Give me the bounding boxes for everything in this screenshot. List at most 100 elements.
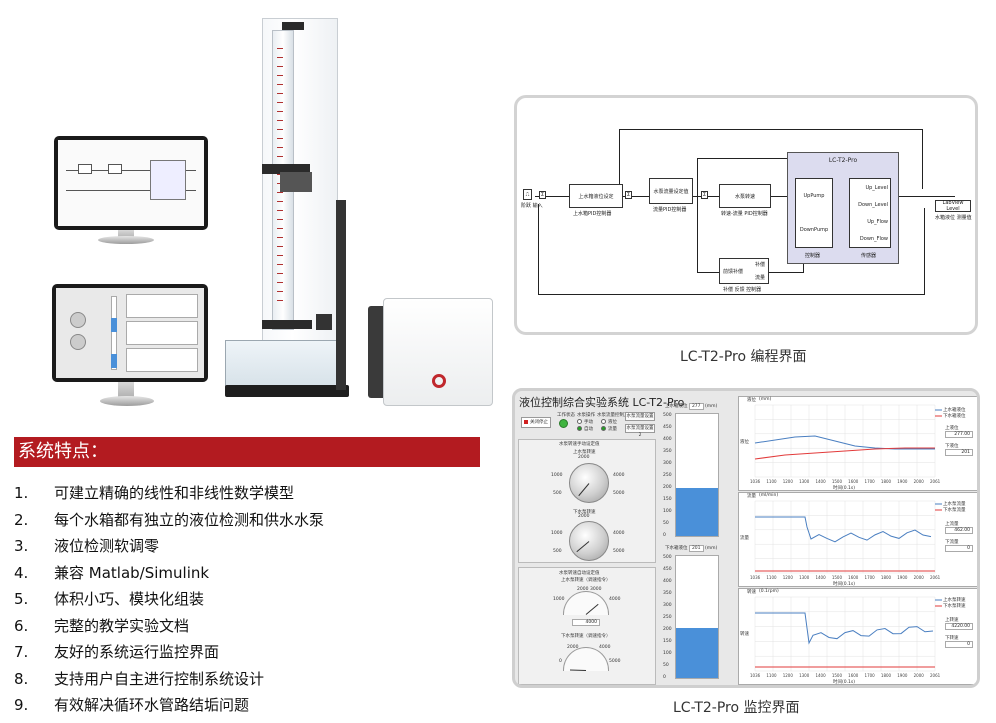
pid2-label: 转速-流量 PID控制器 bbox=[721, 211, 768, 217]
tank-tick-label: 450 bbox=[663, 567, 672, 572]
knob1-tick: 4000 bbox=[613, 473, 625, 478]
speed-box2-label: 下转速 bbox=[945, 636, 959, 641]
tank-tick-label: 0 bbox=[663, 533, 666, 538]
flow-box1-label: 上流量 bbox=[945, 522, 959, 527]
pump-setting-button[interactable]: 水泵流量设置 bbox=[625, 412, 655, 421]
tank-tick-label: 100 bbox=[663, 651, 672, 656]
pid2-block[interactable]: 水泵转速 bbox=[719, 184, 771, 208]
list-item: 7.友好的系统运行监控界面 bbox=[14, 643, 220, 661]
flow-box2-label: 下流量 bbox=[945, 540, 959, 545]
level-box1-value: 277.00 bbox=[945, 431, 973, 438]
knob2-tick: 2000 bbox=[578, 514, 590, 519]
upper-tank-label: 上水箱液位 277 (mm) bbox=[665, 403, 718, 410]
gauge1-tick: 4000 bbox=[609, 597, 621, 602]
speed-box2-value: 0 bbox=[945, 641, 973, 648]
pump-mode-label: 水泵操作 bbox=[577, 413, 595, 418]
knob2-tick: 1000 bbox=[551, 531, 563, 536]
status-lamp bbox=[559, 419, 568, 428]
tank-tick-label: 500 bbox=[663, 555, 672, 560]
stop-button[interactable]: 关闭停止 bbox=[521, 417, 551, 428]
monitor-top-base bbox=[98, 236, 154, 244]
clamp-top bbox=[282, 22, 304, 30]
feedforward-label: 补偿 反馈 控制器 bbox=[723, 287, 762, 293]
tank-tick-label: 200 bbox=[663, 627, 672, 632]
feedforward-block[interactable]: 前馈补偿 补偿流量 bbox=[719, 258, 769, 284]
tank-tick-label: 200 bbox=[663, 485, 672, 490]
ctrl-flow-label: 流量 bbox=[608, 427, 617, 432]
list-item: 8.支持用户自主进行控制系统设计 bbox=[14, 669, 265, 688]
mode-manual-label: 手动 bbox=[584, 420, 593, 425]
pid1-block[interactable]: 上水箱液位设定 bbox=[569, 184, 623, 208]
tank-tick-label: 450 bbox=[663, 425, 672, 430]
speed-box1-value: 4220.00 bbox=[945, 623, 973, 630]
monitoring-panel: 液位控制综合实验系统 LC-T2-Pro 关闭停止 工作状态 水泵操作 手动 自… bbox=[512, 388, 980, 688]
knob2-tick: 4000 bbox=[613, 531, 625, 536]
tank-tick-label: 300 bbox=[663, 603, 672, 608]
lower-tank-level-bar bbox=[675, 555, 719, 679]
gauge1-tick: 3000 bbox=[590, 587, 602, 592]
manual-setpoint-title: 水泵转速手动设定值 bbox=[559, 442, 600, 447]
upper-pump-speed-knob[interactable] bbox=[569, 463, 609, 503]
tank-tick-label: 50 bbox=[663, 663, 669, 668]
list-item: 5.体积小巧、模块化组装 bbox=[14, 590, 205, 608]
lower-pump-speed-knob[interactable] bbox=[569, 521, 609, 561]
tank-tick-label: 250 bbox=[663, 473, 672, 478]
sum-block-2[interactable]: Σ bbox=[625, 191, 632, 199]
knob2-tick: 5000 bbox=[613, 549, 625, 554]
monitor-bottom-base bbox=[100, 396, 154, 406]
mode-manual-radio[interactable] bbox=[577, 419, 582, 424]
clamp-mid bbox=[262, 164, 310, 174]
tank-tick-label: 150 bbox=[663, 639, 672, 644]
upper-tank-level-bar bbox=[675, 413, 719, 537]
mode-auto-label: 自动 bbox=[584, 427, 593, 432]
scope-label: 水箱液位 测量值 bbox=[935, 215, 972, 221]
plant-sensor-label: 传感器 bbox=[861, 253, 877, 259]
gauge2-tick: 5000 bbox=[609, 659, 621, 664]
level-chart-ylabel: 液位 bbox=[740, 440, 749, 445]
pid1-label: 上水箱PID控制器 bbox=[573, 211, 612, 217]
list-item: 6.完整的教学实验文档 bbox=[14, 616, 190, 635]
ctrl-level-radio[interactable] bbox=[601, 419, 606, 424]
gauge2-tick: 4000 bbox=[599, 645, 611, 650]
speed-legend-2: 下水泵转速 bbox=[943, 604, 966, 609]
upper-tank-fill bbox=[676, 488, 718, 536]
flow-box1-value: 462.00 bbox=[945, 527, 973, 534]
ctrl-level-label: 液位 bbox=[608, 420, 617, 425]
tank-tick-label: 500 bbox=[663, 413, 672, 418]
speed-chart-unit: (0.1rpm) bbox=[759, 589, 779, 594]
level-box2-label: 下液位 bbox=[945, 444, 959, 449]
list-item: 4.兼容 Matlab/Simulink bbox=[14, 563, 210, 582]
mode-auto-radio[interactable] bbox=[577, 426, 582, 431]
speed-chart-ylabel: 转速 bbox=[740, 632, 749, 637]
pump-side-panel bbox=[368, 306, 386, 398]
tank-tick-label: 50 bbox=[663, 521, 669, 526]
flow-chart-ylabel: 流量 bbox=[740, 536, 749, 541]
sum-block-1[interactable]: Σ bbox=[539, 191, 546, 199]
clamp-bottom bbox=[262, 320, 312, 329]
brand-logo-icon bbox=[432, 374, 446, 388]
programming-panel: ⎍ 阶跃 输入 Σ 上水箱液位设定 上水箱PID控制器 Σ 水泵流量设定值 流量… bbox=[514, 95, 978, 335]
sum-block-3[interactable]: Σ bbox=[701, 191, 708, 199]
flow-legend-1: 上水泵流量 bbox=[943, 502, 966, 507]
features-heading: 系统特点： bbox=[14, 437, 480, 467]
pump-setting-button-2[interactable]: 水泵流量设置2 bbox=[625, 424, 655, 438]
monitor-bottom-screen bbox=[56, 288, 204, 378]
scope-block[interactable]: LabView Level bbox=[935, 200, 971, 212]
level-box1-label: 上液位 bbox=[945, 426, 959, 431]
step-input-label: 阶跃 输入 bbox=[521, 203, 543, 209]
tank-tick-label: 0 bbox=[663, 675, 666, 680]
knob1-tick: 1000 bbox=[551, 473, 563, 478]
gauge2-tick: 2000 bbox=[567, 645, 579, 650]
flow-block[interactable]: 水泵流量设定值 bbox=[649, 178, 693, 204]
speed-chart-xlabel: 时间(0.1s) bbox=[833, 680, 856, 685]
monitoring-caption: LC-T2-Pro 监控界面 bbox=[673, 700, 800, 716]
tank-tick-label: 350 bbox=[663, 591, 672, 596]
gauge2-label: 下水泵转速（调速指令） bbox=[561, 634, 611, 639]
auto-setpoint-title: 水泵转速自动设定值 bbox=[559, 571, 600, 576]
ctrl-flow-radio[interactable] bbox=[601, 426, 606, 431]
level-legend-1: 上水箱液位 bbox=[943, 408, 966, 413]
step-input-block[interactable]: ⎍ bbox=[523, 189, 532, 200]
flow-label: 流量PID控制器 bbox=[653, 207, 687, 213]
